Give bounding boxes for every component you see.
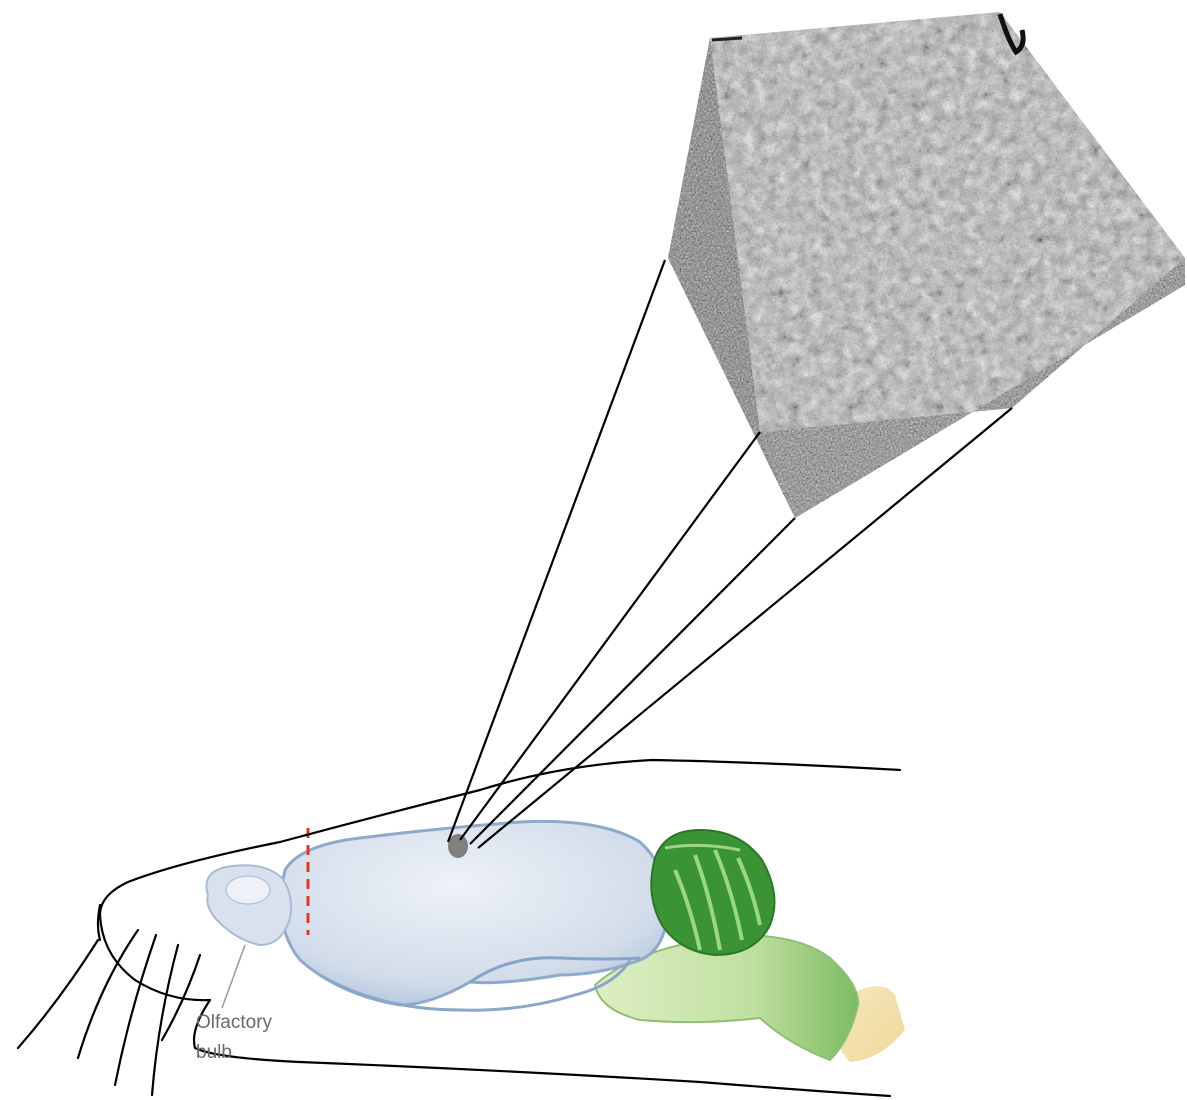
target-region [448, 834, 468, 858]
whisker-4 [152, 945, 178, 1095]
projection-line-2 [460, 432, 760, 840]
em-tissue-block [660, 0, 1187, 530]
rodent-brain [206, 821, 905, 1062]
olfactory-bulb-label-line2: bulb [196, 1042, 232, 1063]
projection-line-4 [478, 408, 1012, 848]
em-block-top-edge [712, 38, 742, 40]
olfactory-bulb-leader [222, 945, 245, 1008]
projection-line-1 [448, 260, 665, 842]
olfactory-bulb-label-line1: Olfactory [196, 1012, 273, 1033]
cerebellum [651, 830, 774, 955]
projection-line-3 [470, 518, 795, 844]
olfactory-bulb-hollow [226, 876, 270, 904]
